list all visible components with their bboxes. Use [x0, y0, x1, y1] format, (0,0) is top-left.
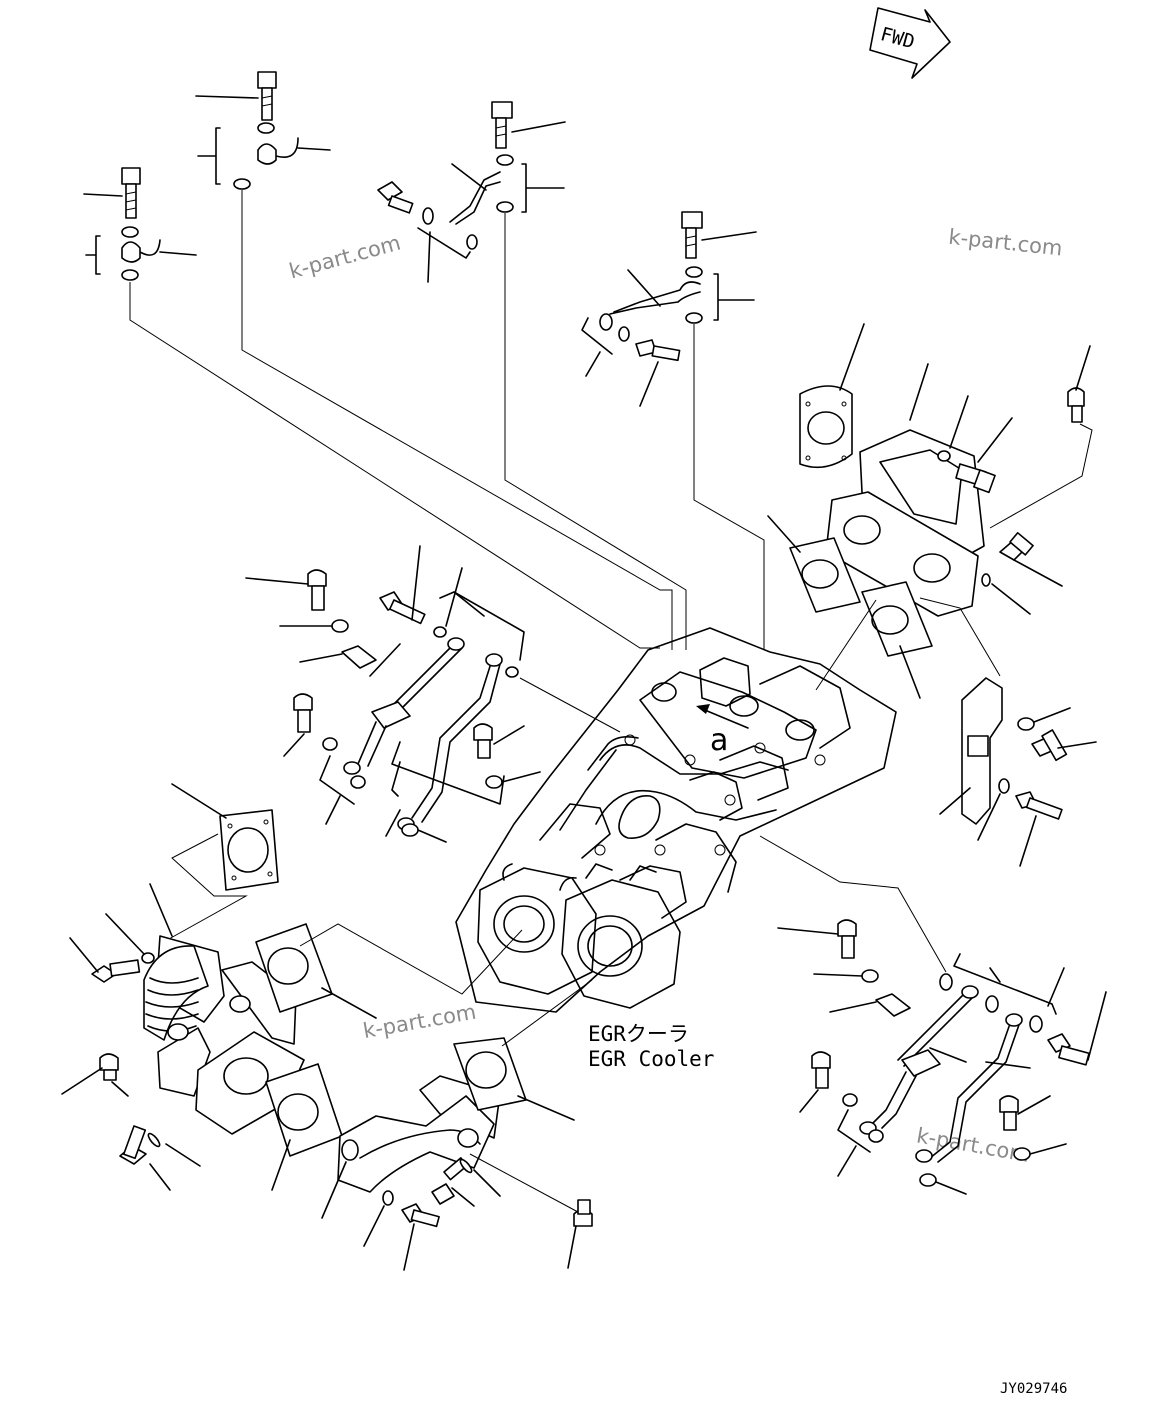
banjo-bolt-group-top-right: [581, 211, 765, 650]
fwd-direction-badge: FWD: [869, 7, 951, 79]
banjo-bolt-group-top-center: [377, 101, 687, 650]
egr-cooler-label-en: EGR Cooler: [588, 1047, 714, 1071]
reference-mark-a: a: [710, 723, 728, 758]
banjo-bolt-group-top-left: [195, 71, 673, 650]
tube-clamp-group-left: [245, 545, 621, 843]
engine-block: a: [455, 627, 897, 1013]
banjo-bolt-group-left: [83, 167, 660, 649]
tube-clamp-group-right: [759, 835, 1107, 1195]
egr-elbow-left: [61, 783, 523, 1191]
drawing-code: JY029746: [1000, 1381, 1067, 1397]
watermark: k-part.com: [361, 1000, 478, 1043]
egr-elbow-lower: [321, 979, 593, 1271]
watermark: k-part.com: [287, 231, 404, 284]
exhaust-elbow-assembly: [767, 323, 1093, 699]
egr-cooler-label-jp: EGRクーラ: [588, 1022, 689, 1046]
watermark: k-part.com: [947, 225, 1063, 261]
bracket-right: [919, 597, 1097, 867]
